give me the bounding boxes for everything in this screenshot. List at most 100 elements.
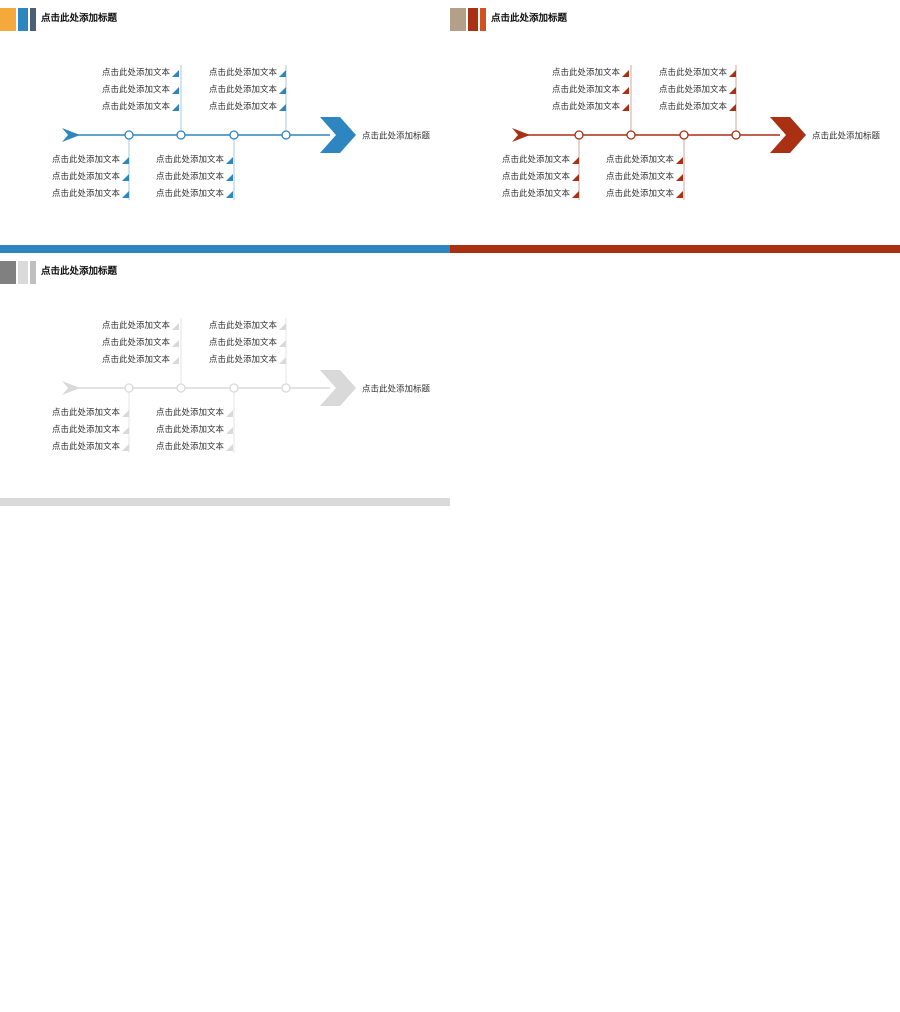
corner-triangle-icon bbox=[172, 323, 179, 330]
corner-triangle-icon bbox=[122, 157, 129, 164]
bottom-right-item[interactable]: 点击此处添加文本 bbox=[606, 154, 675, 165]
corner-triangle-icon bbox=[279, 323, 286, 330]
top-left-item[interactable]: 点击此处添加文本 bbox=[552, 84, 621, 95]
corner-triangle-icon bbox=[622, 104, 629, 111]
bottom-right-item[interactable]: 点击此处添加文本 bbox=[156, 188, 225, 199]
bottom-right-item[interactable]: 点击此处添加文本 bbox=[156, 407, 225, 418]
bottom-bar bbox=[450, 245, 900, 253]
tail-arrow-icon bbox=[62, 381, 80, 395]
top-left-item[interactable]: 点击此处添加文本 bbox=[552, 67, 621, 78]
end-label[interactable]: 点击此处添加标题 bbox=[812, 131, 881, 142]
top-left-item[interactable]: 点击此处添加文本 bbox=[552, 101, 621, 112]
top-left-item[interactable]: 点击此处添加文本 bbox=[102, 320, 171, 331]
corner-triangle-icon bbox=[172, 70, 179, 77]
corner-triangle-icon bbox=[226, 157, 233, 164]
accent-chip bbox=[480, 8, 486, 31]
corner-triangle-icon bbox=[226, 427, 233, 434]
bottom-left-item[interactable]: 点击此处添加文本 bbox=[52, 407, 121, 418]
corner-triangle-icon bbox=[572, 191, 579, 198]
corner-triangle-icon bbox=[226, 444, 233, 451]
top-left-item[interactable]: 点击此处添加文本 bbox=[102, 84, 171, 95]
top-left-item[interactable]: 点击此处添加文本 bbox=[102, 101, 171, 112]
top-right-item[interactable]: 点击此处添加文本 bbox=[209, 101, 278, 112]
corner-triangle-icon bbox=[279, 87, 286, 94]
fishbone-diagram: 点击此处添加标题点击此处添加文本点击此处添加文本点击此处添加文本点击此处添加文本… bbox=[52, 65, 431, 200]
fishbone-diagram: 点击此处添加标题点击此处添加文本点击此处添加文本点击此处添加文本点击此处添加文本… bbox=[52, 318, 431, 453]
slide-title[interactable]: 点击此处添加标题 bbox=[491, 13, 568, 24]
bottom-left-item[interactable]: 点击此处添加文本 bbox=[52, 171, 121, 182]
top-right-item[interactable]: 点击此处添加文本 bbox=[209, 320, 278, 331]
corner-triangle-icon bbox=[676, 174, 683, 181]
bottom-left-item[interactable]: 点击此处添加文本 bbox=[502, 188, 571, 199]
top-left-item[interactable]: 点击此处添加文本 bbox=[102, 337, 171, 348]
slide-title[interactable]: 点击此处添加标题 bbox=[41, 266, 118, 277]
top-left-item[interactable]: 点击此处添加文本 bbox=[102, 354, 171, 365]
accent-chip bbox=[0, 8, 16, 31]
corner-triangle-icon bbox=[676, 157, 683, 164]
head-chevron-icon bbox=[320, 117, 356, 153]
spine-node bbox=[176, 383, 186, 393]
spine-node bbox=[124, 130, 134, 140]
head-chevron-icon bbox=[320, 370, 356, 406]
bottom-right-item[interactable]: 点击此处添加文本 bbox=[156, 171, 225, 182]
corner-triangle-icon bbox=[172, 104, 179, 111]
bottom-left-item[interactable]: 点击此处添加文本 bbox=[52, 441, 121, 452]
accent-chip bbox=[0, 261, 16, 284]
top-right-item[interactable]: 点击此处添加文本 bbox=[209, 354, 278, 365]
corner-triangle-icon bbox=[572, 157, 579, 164]
bottom-right-item[interactable]: 点击此处添加文本 bbox=[156, 441, 225, 452]
bottom-left-item[interactable]: 点击此处添加文本 bbox=[52, 154, 121, 165]
corner-triangle-icon bbox=[172, 340, 179, 347]
end-label[interactable]: 点击此处添加标题 bbox=[362, 131, 431, 142]
bottom-left-item[interactable]: 点击此处添加文本 bbox=[502, 171, 571, 182]
corner-triangle-icon bbox=[226, 410, 233, 417]
fishbone-diagram: 点击此处添加标题点击此处添加文本点击此处添加文本点击此处添加文本点击此处添加文本… bbox=[502, 65, 881, 200]
end-label[interactable]: 点击此处添加标题 bbox=[362, 384, 431, 395]
bottom-bar bbox=[0, 245, 450, 253]
accent-chip bbox=[468, 8, 478, 31]
spine-node bbox=[281, 383, 291, 393]
corner-triangle-icon bbox=[279, 357, 286, 364]
corner-triangle-icon bbox=[122, 191, 129, 198]
corner-triangle-icon bbox=[122, 427, 129, 434]
top-right-item[interactable]: 点击此处添加文本 bbox=[209, 337, 278, 348]
corner-triangle-icon bbox=[676, 191, 683, 198]
corner-triangle-icon bbox=[122, 174, 129, 181]
top-right-item[interactable]: 点击此处添加文本 bbox=[209, 67, 278, 78]
spine-node bbox=[626, 130, 636, 140]
corner-triangle-icon bbox=[622, 70, 629, 77]
bottom-bar bbox=[0, 498, 450, 506]
corner-triangle-icon bbox=[729, 87, 736, 94]
top-right-item[interactable]: 点击此处添加文本 bbox=[659, 84, 728, 95]
bottom-right-item[interactable]: 点击此处添加文本 bbox=[606, 171, 675, 182]
tail-arrow-icon bbox=[62, 128, 80, 142]
bottom-left-item[interactable]: 点击此处添加文本 bbox=[52, 188, 121, 199]
tail-arrow-icon bbox=[512, 128, 530, 142]
corner-triangle-icon bbox=[172, 87, 179, 94]
corner-triangle-icon bbox=[226, 174, 233, 181]
corner-triangle-icon bbox=[279, 70, 286, 77]
accent-chip bbox=[450, 8, 466, 31]
corner-triangle-icon bbox=[729, 104, 736, 111]
bottom-right-item[interactable]: 点击此处添加文本 bbox=[156, 424, 225, 435]
spine-node bbox=[229, 383, 239, 393]
bottom-right-item[interactable]: 点击此处添加文本 bbox=[606, 188, 675, 199]
bottom-left-item[interactable]: 点击此处添加文本 bbox=[502, 154, 571, 165]
spine-node bbox=[574, 130, 584, 140]
slide-title[interactable]: 点击此处添加标题 bbox=[41, 13, 118, 24]
spine-node bbox=[281, 130, 291, 140]
top-right-item[interactable]: 点击此处添加文本 bbox=[659, 67, 728, 78]
bottom-right-item[interactable]: 点击此处添加文本 bbox=[156, 154, 225, 165]
slide-header: 点击此处添加标题 bbox=[450, 0, 900, 40]
top-left-item[interactable]: 点击此处添加文本 bbox=[102, 67, 171, 78]
slide-2: 点击此处添加标题 点击此处添加标题点击此处添加文本点击此处添加文本点击此处添加文… bbox=[450, 0, 900, 253]
top-right-item[interactable]: 点击此处添加文本 bbox=[659, 101, 728, 112]
corner-triangle-icon bbox=[279, 104, 286, 111]
slide-header: 点击此处添加标题 bbox=[0, 0, 450, 40]
head-chevron-icon bbox=[770, 117, 806, 153]
corner-triangle-icon bbox=[729, 70, 736, 77]
spine-node bbox=[679, 130, 689, 140]
top-right-item[interactable]: 点击此处添加文本 bbox=[209, 84, 278, 95]
bottom-left-item[interactable]: 点击此处添加文本 bbox=[52, 424, 121, 435]
accent-chip bbox=[30, 261, 36, 284]
